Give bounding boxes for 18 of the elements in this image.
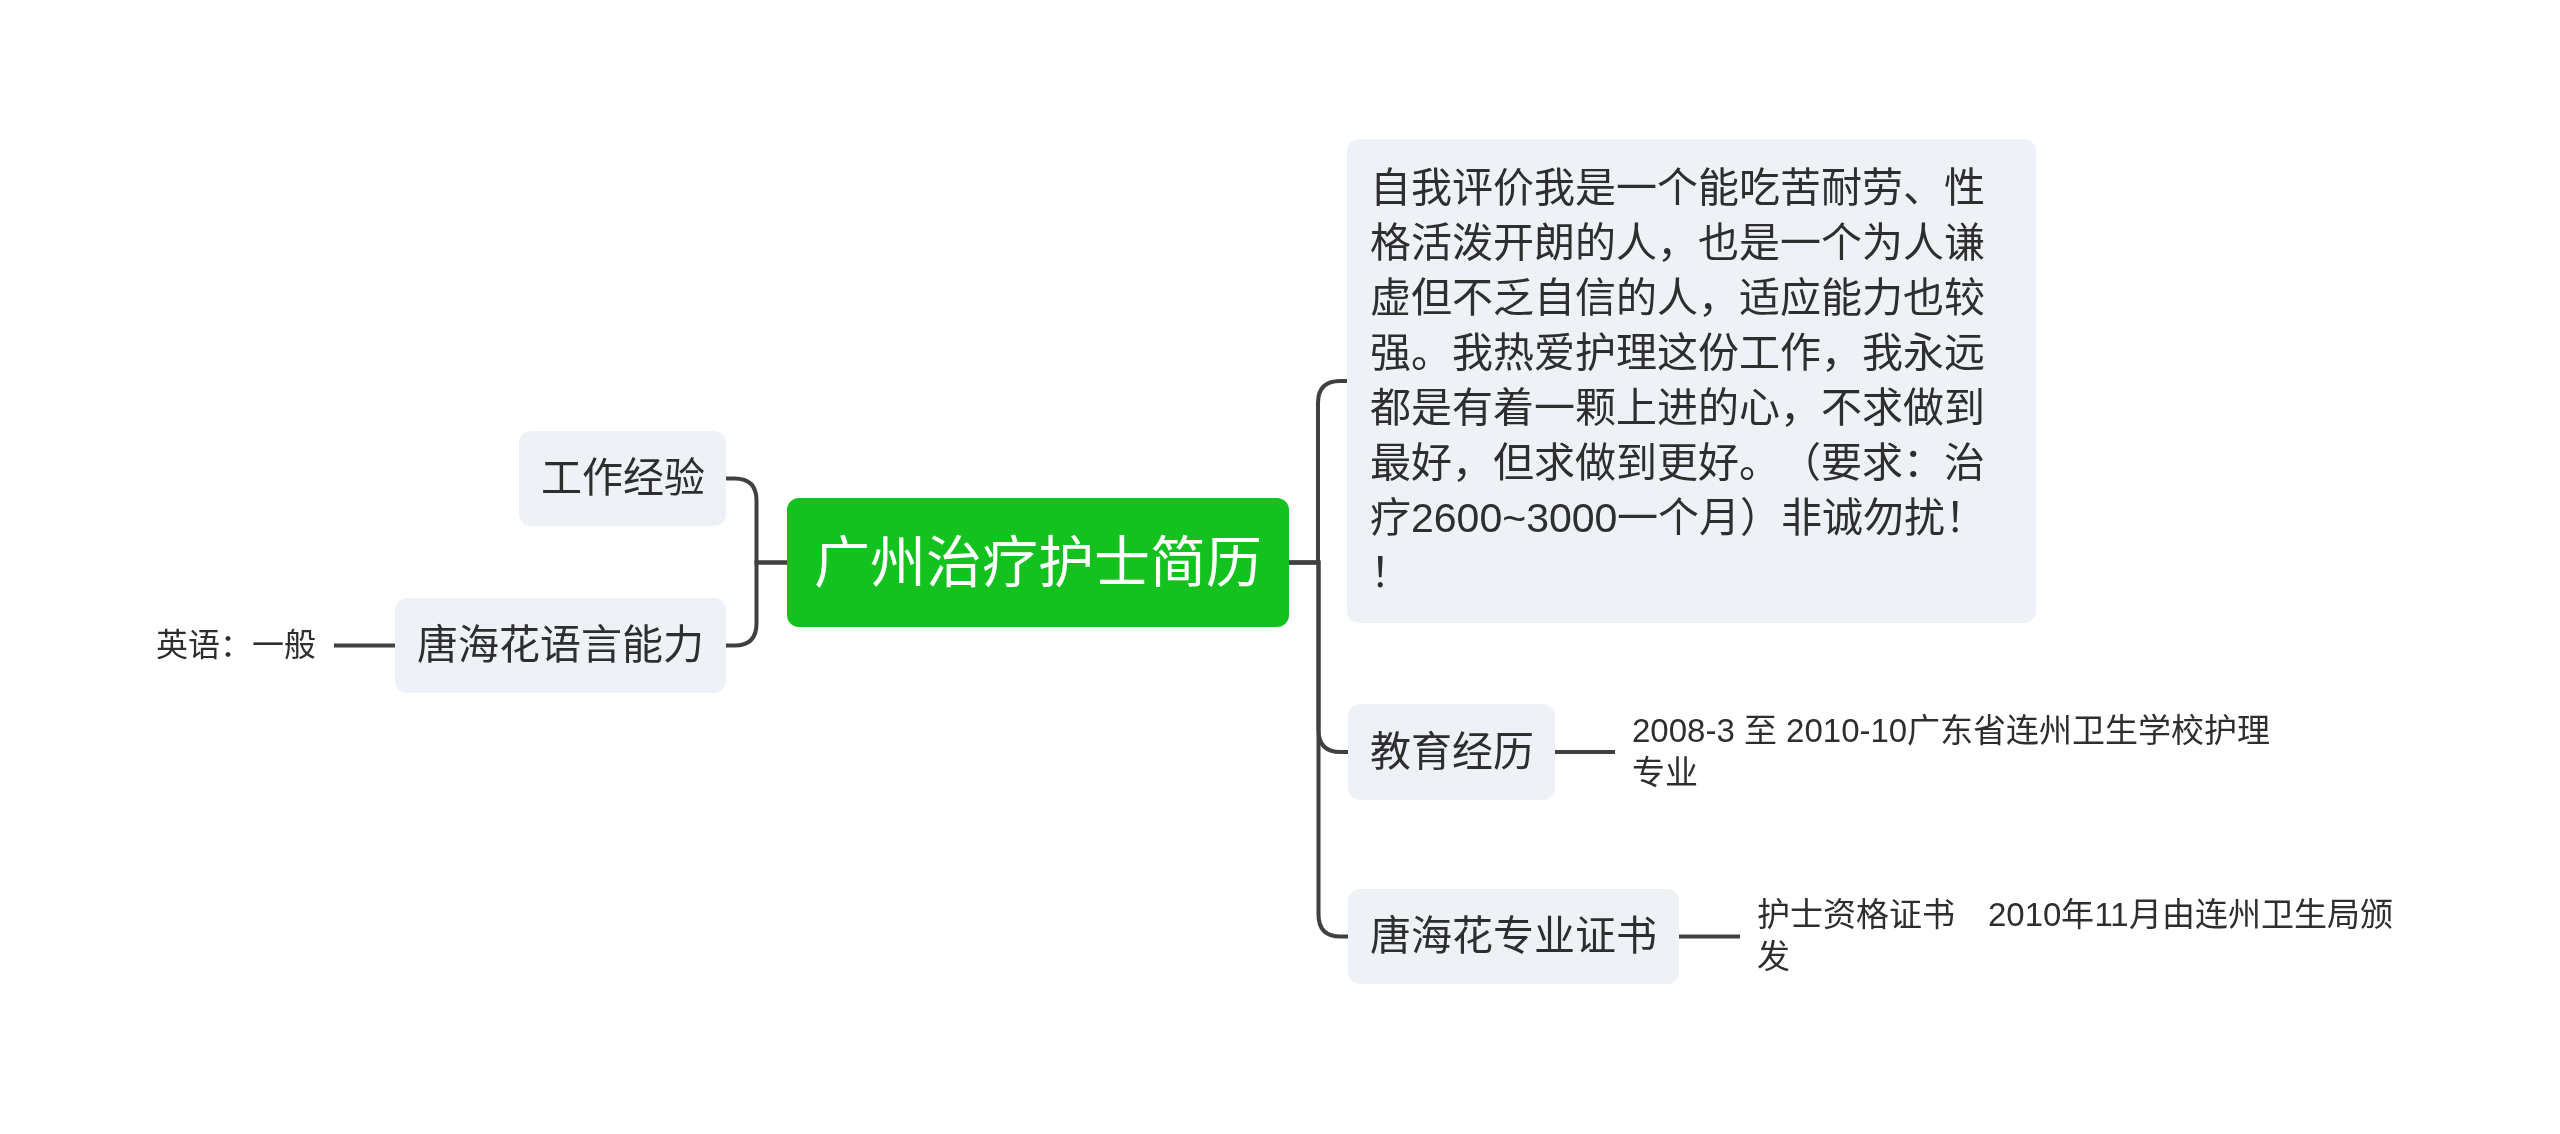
topic-text: 工作经验 bbox=[540, 458, 705, 499]
topic-text: 教育经历 bbox=[1369, 731, 1534, 773]
topic-card bbox=[1348, 704, 1555, 800]
topic-card bbox=[395, 598, 726, 693]
central-topic-card bbox=[787, 498, 1289, 627]
connector-line bbox=[1679, 934, 1740, 939]
central-topic-text: 广州治疗护士简历 bbox=[814, 534, 1262, 591]
branch-text: 英语：一般 bbox=[150, 624, 334, 666]
topic-text: 唐海花语言能力 bbox=[417, 625, 704, 666]
topic-text: 唐海花专业证书 bbox=[1370, 916, 1657, 957]
connector-line bbox=[334, 643, 395, 648]
paragraph-text: 自我评价我是一个能吃苦耐劳、性格活泼开朗的人，也是一个为人谦虚但不乏自信的人，适应能力也较强。我热爱护理这份工作，我永远都是有着一颗上进的心，不求做到最好，但求做到更好。（要求：治疗2600~3000一个月）非诚勿扰！！ bbox=[1370, 164, 1988, 598]
branch-text: 2008-3 至 2010-10广东省连州卫生学校护理专业 bbox=[1615, 710, 2292, 794]
connector-line bbox=[1555, 750, 1615, 754]
topic-card bbox=[519, 431, 726, 526]
topic-card bbox=[1348, 889, 1679, 984]
topic-card bbox=[1347, 139, 2036, 623]
branch-text: 护士资格证书 2010年11月由连州卫生局颁发 bbox=[1740, 894, 2417, 978]
